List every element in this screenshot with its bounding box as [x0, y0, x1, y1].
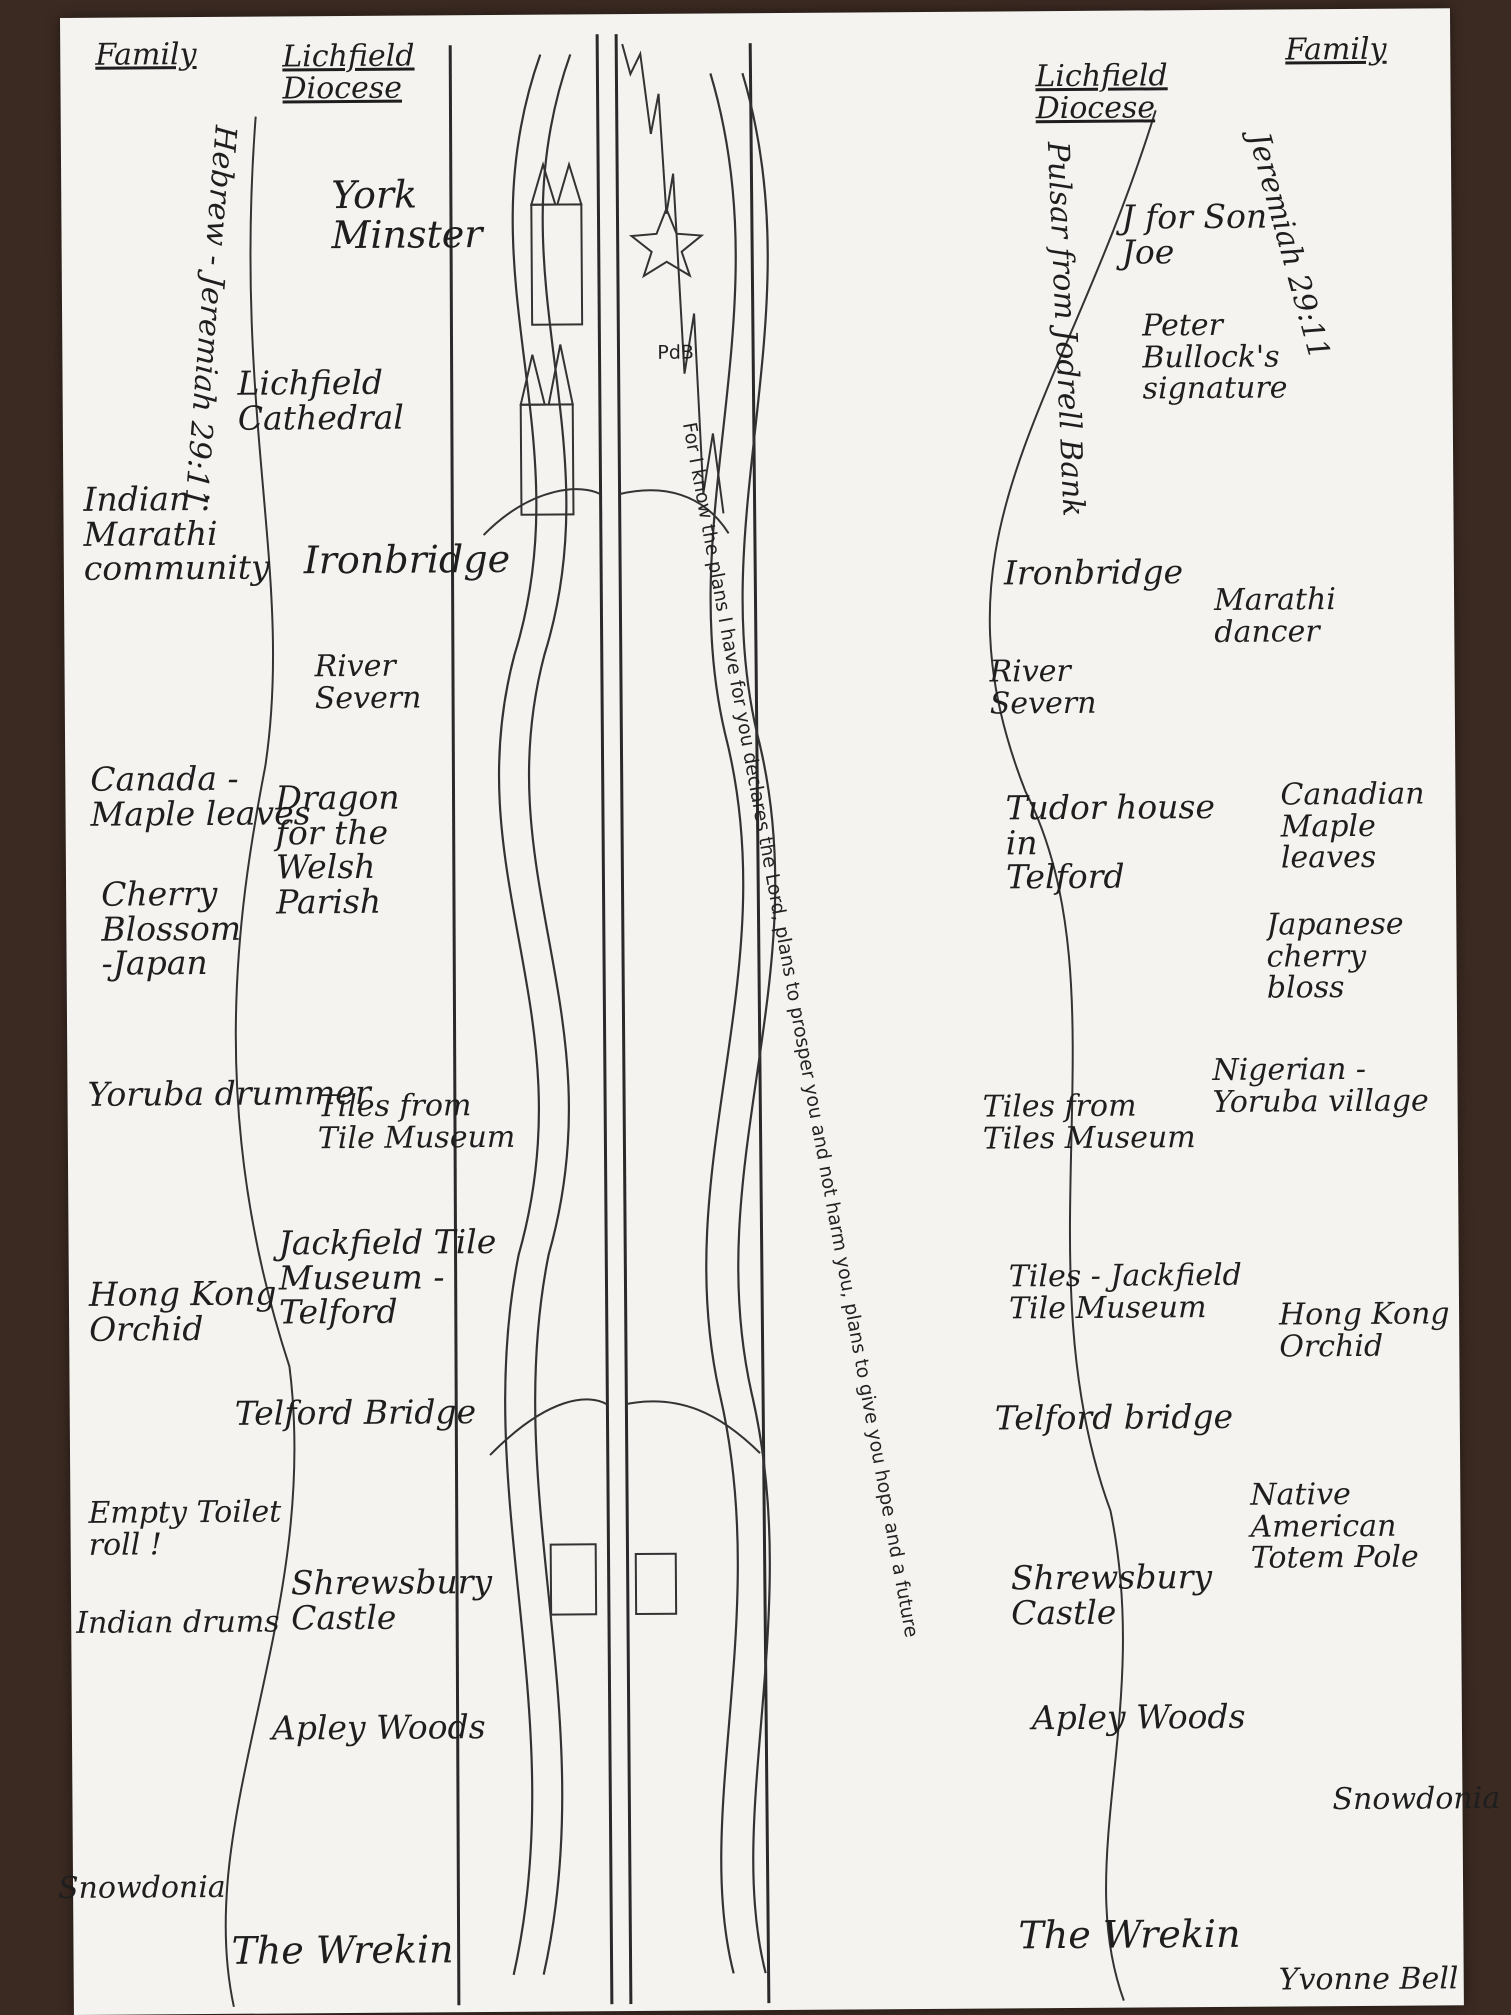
left-diocese-item: York Minster [331, 172, 483, 257]
pdb-monogram: PdB [657, 342, 694, 364]
right-family-item: Hong Kong Orchid [1278, 1296, 1450, 1365]
right-diocese-item: Tiles from Tiles Museum [982, 1088, 1196, 1157]
left-family-item: Hong Kong Orchid [88, 1273, 277, 1349]
right-diocese-item: River Severn [989, 653, 1097, 722]
left-family-item: Empty Toilet roll ! [88, 1494, 282, 1563]
design-sheet: PdB For I know the plans I have for you … [57, 8, 1500, 2015]
right-diocese-item: Tudor house in Telford [1005, 786, 1216, 897]
right-family-item: Canadian Maple leaves [1280, 776, 1425, 876]
right-diocese-item: J for Son Joe [1121, 196, 1268, 272]
right-diocese-header: Lichfield Diocese [1035, 58, 1168, 126]
left-diocese-item: Dragon for the Welsh Parish [275, 777, 400, 922]
right-diocese-item: Ironbridge [1003, 552, 1184, 593]
left-diocese-item: The Wrekin [231, 1927, 454, 1973]
artist-signature: Yvonne Bell [1278, 1961, 1459, 1998]
left-diocese-item: Ironbridge [303, 536, 511, 583]
right-diocese-item: Peter Bullock's signature [1142, 307, 1288, 407]
left-family-item: Snowdonia [57, 1869, 226, 1907]
left-family-header: Family [95, 37, 197, 73]
left-diocese-item: Shrewsbury Castle [290, 1562, 493, 1638]
right-diocese-item: Shrewsbury Castle [1010, 1556, 1213, 1633]
right-family-item: Native American Totem Pole [1250, 1477, 1419, 1576]
right-family-item: Nigerian - Yoruba village [1212, 1051, 1429, 1120]
window-design-artwork: PdB For I know the plans I have for you … [224, 34, 1157, 2008]
right-diocese-item: Tiles - Jackfield Tile Museum [1008, 1257, 1242, 1326]
left-diocese-item: River Severn [314, 648, 422, 716]
left-diocese-item: Apley Woods [271, 1707, 486, 1748]
left-diocese-header: Lichfield Diocese [282, 38, 415, 106]
right-diocese-item: The Wrekin [1018, 1911, 1241, 1958]
left-family-item: Cherry Blossom -Japan [100, 873, 242, 984]
right-family-header: Family [1285, 31, 1387, 68]
left-diocese-item: Lichfield Cathedral [237, 362, 405, 438]
left-family-item: Indian drums [76, 1604, 280, 1641]
right-family-item: Marathi dancer [1213, 582, 1337, 650]
scripture-text: For I know the plans I have for you decl… [678, 421, 923, 1640]
right-family-item: Snowdonia [1332, 1780, 1501, 1818]
right-diocese-item: Apley Woods [1031, 1696, 1246, 1738]
left-diocese-item: Tiles from Tile Museum [317, 1088, 516, 1156]
right-diocese-item: Telford bridge [994, 1396, 1234, 1438]
left-diocese-item: Jackfield Tile Museum - Telford [278, 1221, 497, 1332]
right-family-item: Japanese cherry bloss [1266, 908, 1404, 1005]
left-diocese-item: Telford Bridge [234, 1392, 477, 1433]
left-family-item: Indian : Marathi community [83, 478, 270, 589]
